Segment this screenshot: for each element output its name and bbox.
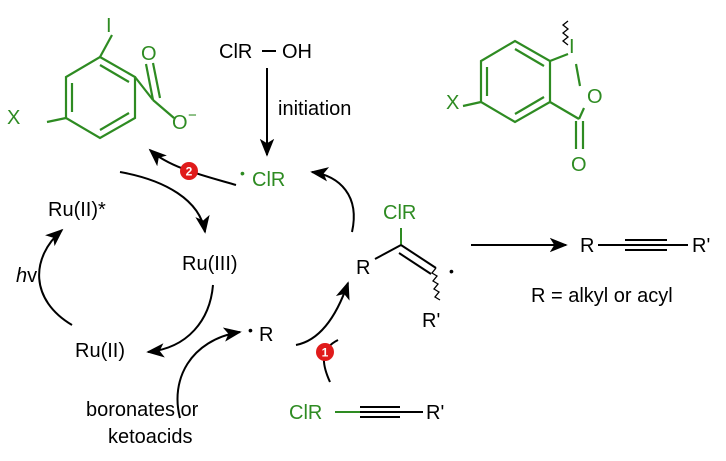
- vinyl-bonds: [374, 228, 441, 301]
- initiation-label: initiation: [278, 98, 351, 120]
- r-radical-label: R: [259, 324, 273, 346]
- reagent-oh: OH: [282, 41, 312, 63]
- r-radical-dot: •: [248, 322, 253, 338]
- alkyne-triple-bond: [335, 406, 423, 418]
- benziodoxolone-carbonyl-o: O: [571, 154, 587, 176]
- hv-arrow: [38, 228, 73, 326]
- reagent-clr: ClR: [219, 41, 252, 63]
- product-r-prime: R': [692, 235, 710, 257]
- iodobenzoate-charge: −: [188, 107, 197, 124]
- step-1-badge: 1: [316, 343, 334, 361]
- hv-v: v: [27, 265, 37, 287]
- step-2-number: 2: [186, 165, 193, 179]
- reduction-arrow: [146, 284, 214, 358]
- iodobenzoate-x: X: [7, 107, 20, 129]
- ru3-label: Ru(III): [182, 253, 238, 275]
- benziodoxolone-structure: [462, 20, 586, 149]
- r-definition: R = alkyl or acyl: [531, 285, 673, 307]
- fragmentation-arrow: [310, 167, 355, 233]
- ru2-star-label: Ru(II)*: [48, 199, 106, 221]
- benziodoxolone-x: X: [446, 92, 459, 114]
- alkyne-r-prime: R': [426, 402, 444, 424]
- iodobenzoate-carbonyl-o: O: [141, 43, 157, 65]
- substrates-line2: ketoacids: [108, 426, 193, 448]
- hv-label: hv: [16, 265, 37, 287]
- iodobenzoate-iodine: I: [106, 15, 112, 37]
- substrates-line1: boronates or: [86, 399, 199, 421]
- step-1-number: 1: [322, 346, 329, 360]
- hv-h: h: [16, 265, 27, 287]
- ru2-label: Ru(II): [75, 340, 125, 362]
- step-2-badge: 2: [180, 162, 198, 180]
- clr-radical-dot: •: [240, 165, 245, 181]
- clr-radical-label: ClR: [252, 169, 285, 191]
- alkyne-clr: ClR: [289, 402, 322, 424]
- radical-addition-arrow: [295, 281, 350, 346]
- product-r: R: [580, 235, 594, 257]
- product-triple-bond: [598, 239, 688, 251]
- vinyl-r: R: [356, 257, 370, 279]
- benziodoxolone-ring-o: O: [587, 86, 603, 108]
- iodobenzoate-structure: [46, 34, 175, 140]
- substrate-oxidation-arrow: [176, 327, 242, 419]
- iodobenzoate-anion-o: O: [172, 112, 188, 134]
- vinyl-clr: ClR: [383, 202, 416, 224]
- benziodoxolone-iodine: I: [569, 36, 575, 58]
- oxidative-quench-arrow: [119, 171, 210, 234]
- vinyl-radical-dot: •: [449, 263, 454, 279]
- vinyl-r-prime: R': [422, 310, 440, 332]
